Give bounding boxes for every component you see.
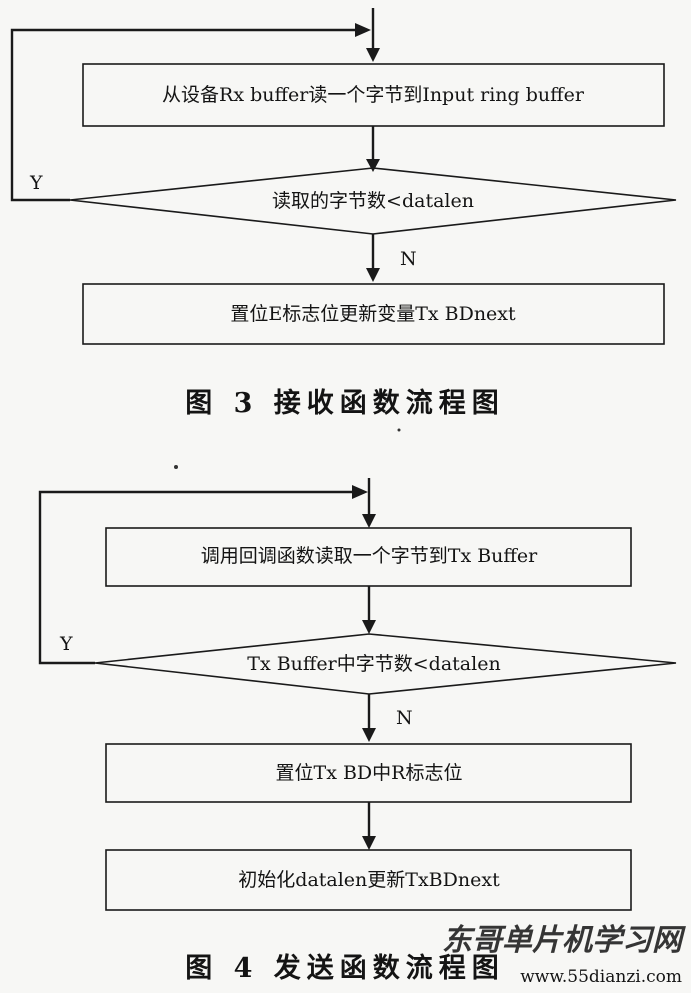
fig4-loop-arrowhead — [352, 485, 368, 499]
fig4-entry-arrowhead — [362, 514, 376, 528]
fig3-caption: 图 3 接收函数流程图 — [185, 388, 505, 419]
fig3-entry-arrowhead — [366, 48, 380, 62]
watermark-url: www.55dianzi.com — [520, 967, 682, 987]
fig3-decision-diamond — [69, 167, 677, 235]
fig4-init-datalen-box — [105, 849, 632, 911]
fig4-caption: 图 4 发送函数流程图 — [185, 952, 505, 984]
figure-3-receive-flowchart: 从设备Rx buffer读一个字节到Input ring buffer 读取的字… — [10, 8, 677, 419]
fig4-init-arrowhead — [362, 836, 376, 850]
fig4-decision-arrowhead — [362, 620, 376, 634]
fig3-decision-text: 读取的字节数<datalen — [272, 190, 474, 212]
fig3-no-label: N — [400, 248, 417, 270]
fig3-no-arrowhead — [366, 268, 380, 282]
fig4-set-r-flag-text: 置位Tx BD中R标志位 — [276, 762, 463, 784]
fig3-set-flag-box — [82, 283, 665, 345]
scan-speck — [397, 428, 401, 432]
scan-speck — [174, 465, 178, 469]
fig4-decision-text: Tx Buffer中字节数<datalen — [247, 653, 500, 675]
fig4-loop-line — [38, 490, 352, 665]
figure-4-send-flowchart: 调用回调函数读取一个字节到Tx Buffer Tx Buffer中字节数<dat… — [38, 478, 677, 984]
fig4-callback-read-text: 调用回调函数读取一个字节到Tx Buffer — [201, 545, 538, 567]
fig4-no-arrowhead — [362, 728, 376, 742]
fig3-loop-arrowhead — [355, 23, 371, 37]
fig3-yes-label: Y — [29, 172, 43, 194]
fig4-yes-label: Y — [59, 633, 73, 655]
fig4-no-label: N — [396, 707, 413, 729]
fig4-init-datalen-text: 初始化datalen更新TxBDnext — [238, 869, 500, 891]
fig4-decision-diamond — [94, 633, 677, 695]
site-watermark: 东哥单片机学习网 www.55dianzi.com — [442, 923, 686, 987]
fig3-loop-line — [10, 28, 355, 202]
watermark-site-name: 东哥单片机学习网 — [442, 923, 686, 958]
fig3-decision-arrowhead — [366, 159, 380, 172]
fig3-set-flag-text: 置位E标志位更新变量Tx BDnext — [230, 303, 516, 325]
fig3-read-byte-text: 从设备Rx buffer读一个字节到Input ring buffer — [162, 84, 585, 106]
